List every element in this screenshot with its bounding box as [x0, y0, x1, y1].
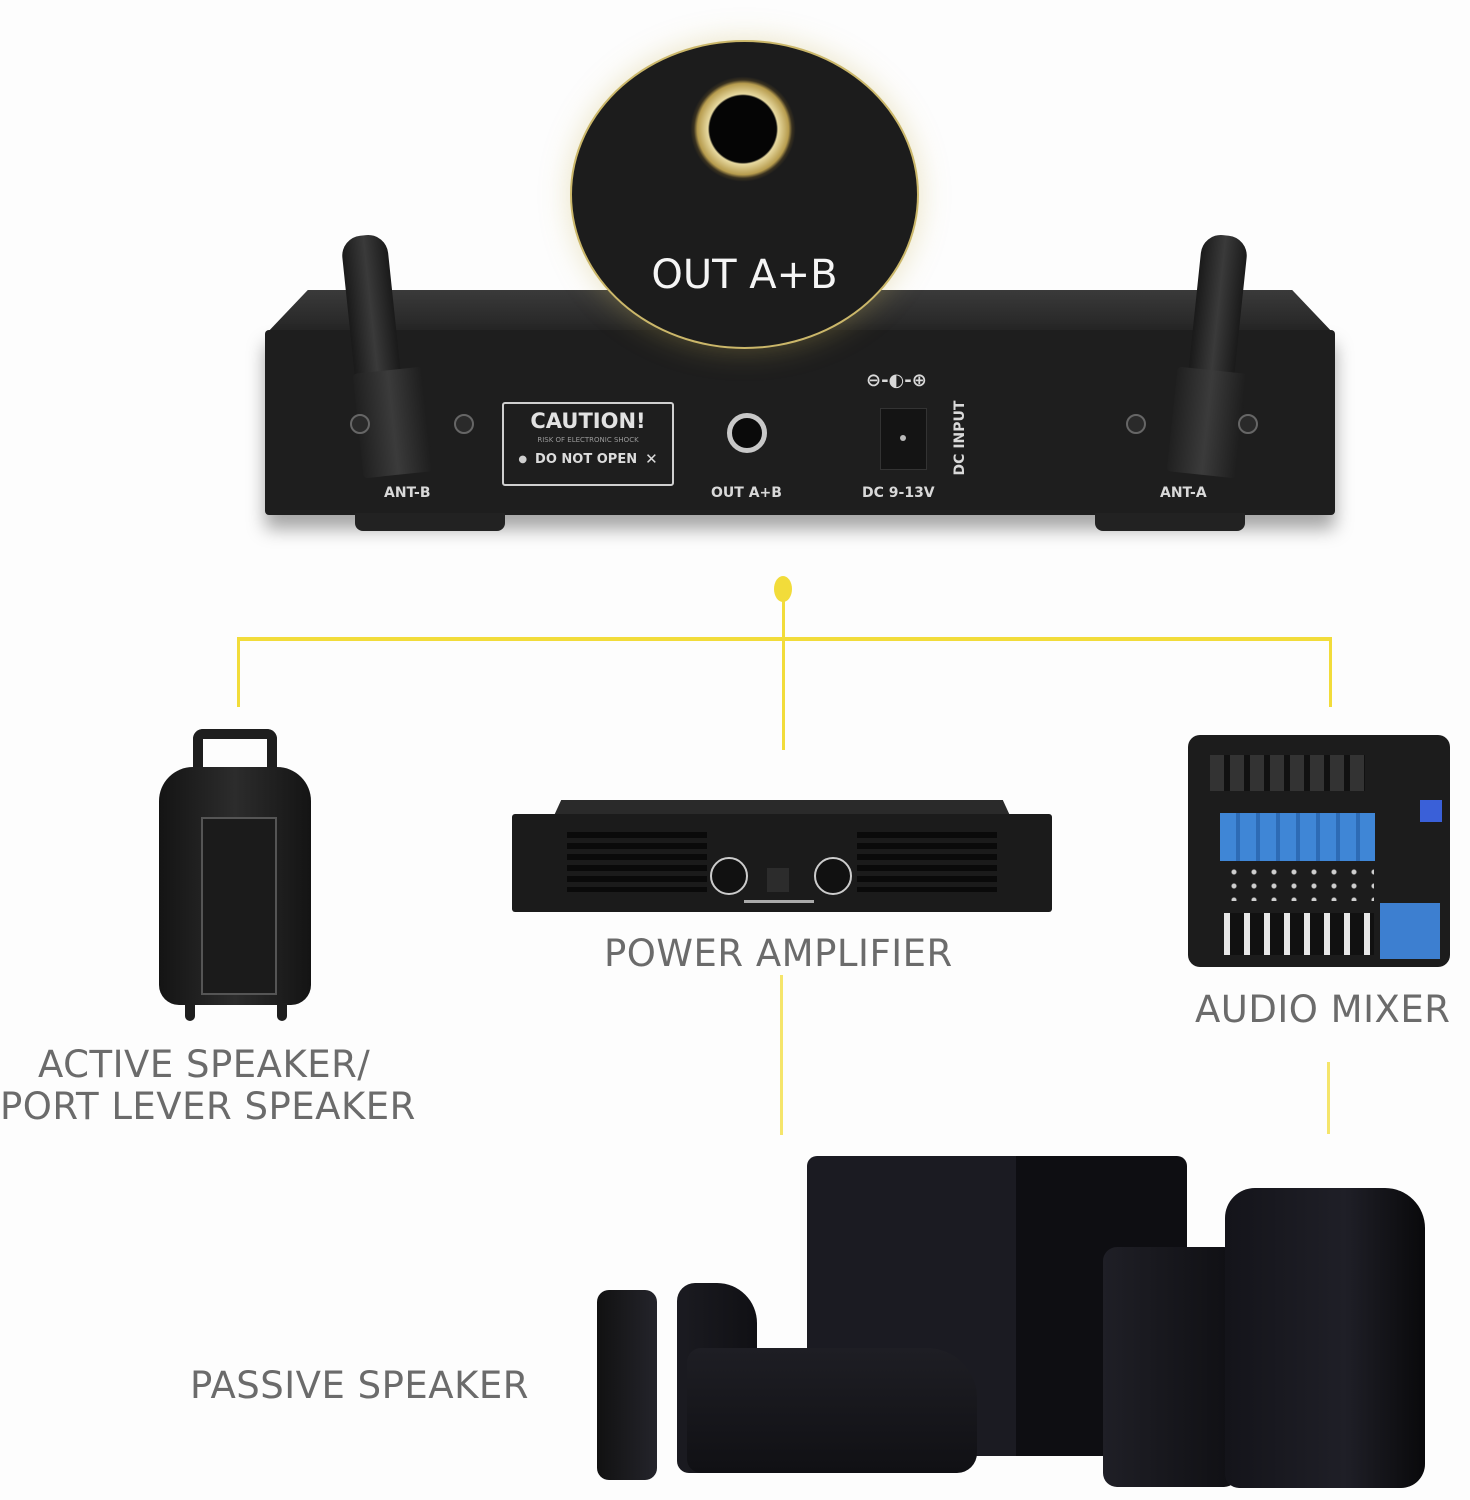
connector-to-active-speaker [237, 637, 240, 707]
mixer-eq-section [1220, 813, 1375, 861]
caution-warning: DO NOT OPEN [535, 451, 638, 467]
audio-mixer-image [1188, 735, 1453, 970]
screw-icon [350, 414, 370, 434]
amp-vent-right [857, 832, 997, 892]
dc-polarity-icon: ⊖-◐-⊕ [866, 370, 927, 391]
speaker-control-panel [201, 817, 277, 995]
active-speaker-label-line1: ACTIVE SPEAKER/ [38, 1043, 371, 1086]
screw-icon [1238, 414, 1258, 434]
out-ab-callout: OUT A+B [570, 40, 919, 349]
power-amplifier-label: POWER AMPLIFIER [604, 932, 953, 975]
satellite-speaker-right-2 [1225, 1188, 1425, 1488]
receiver-rear-panel [265, 330, 1335, 515]
dc-voltage-label: DC 9-13V [862, 485, 935, 501]
dc-input-label: DC INPUT [952, 400, 968, 476]
ant-b-label: ANT-B [384, 485, 431, 501]
passive-speaker-label: PASSIVE SPEAKER [190, 1364, 529, 1407]
caution-subtitle: RISK OF ELECTRONIC SHOCK [537, 436, 639, 444]
output-jack-label: OUT A+B [711, 485, 782, 501]
mixer-knobs [1224, 865, 1374, 901]
output-jack [727, 413, 767, 453]
receiver-foot-left [355, 513, 505, 531]
active-speaker-image [155, 725, 320, 1025]
mixer-faders [1224, 913, 1374, 955]
antenna-a-base [1166, 366, 1248, 479]
screw-icon [454, 414, 474, 434]
passive-speaker-set-image [585, 1150, 1445, 1490]
amp-knob-left-icon [710, 857, 748, 895]
mixer-inputs [1210, 755, 1365, 791]
gold-jack-icon [684, 76, 802, 194]
amp-power-switch [767, 868, 789, 892]
mixer-display [1420, 800, 1442, 822]
connector-amp-to-passive [780, 975, 783, 1135]
audio-mixer-label: AUDIO MIXER [1195, 988, 1451, 1031]
receiver-unit [265, 285, 1335, 545]
caution-sticker: CAUTION! RISK OF ELECTRONIC SHOCK ● DO N… [502, 402, 674, 486]
caution-title: CAUTION! [530, 409, 646, 433]
connector-trunk [782, 600, 785, 750]
connection-node-icon [774, 576, 792, 602]
active-speaker-label-line2: PORT LEVER SPEAKER [0, 1085, 416, 1128]
warning-dot-icon: ● [518, 453, 528, 465]
center-speaker [687, 1348, 977, 1473]
ant-a-label: ANT-A [1160, 485, 1207, 501]
receiver-foot-right [1095, 513, 1245, 531]
screw-icon [1126, 414, 1146, 434]
connector-bus [237, 637, 1332, 641]
connector-to-audio-mixer [1329, 637, 1332, 707]
tools-icon: ✕ [645, 450, 658, 468]
amp-knob-right-icon [814, 857, 852, 895]
connector-mixer-to-passive [1327, 1062, 1330, 1134]
satellite-speaker-left-1 [597, 1290, 657, 1480]
amp-vent-left [567, 832, 707, 892]
callout-label: OUT A+B [651, 252, 838, 298]
speaker-handle [193, 729, 277, 779]
satellite-speaker-right-1 [1103, 1247, 1238, 1487]
power-amplifier-image [512, 800, 1052, 916]
dc-jack [880, 408, 927, 470]
mixer-master-section [1380, 903, 1440, 959]
